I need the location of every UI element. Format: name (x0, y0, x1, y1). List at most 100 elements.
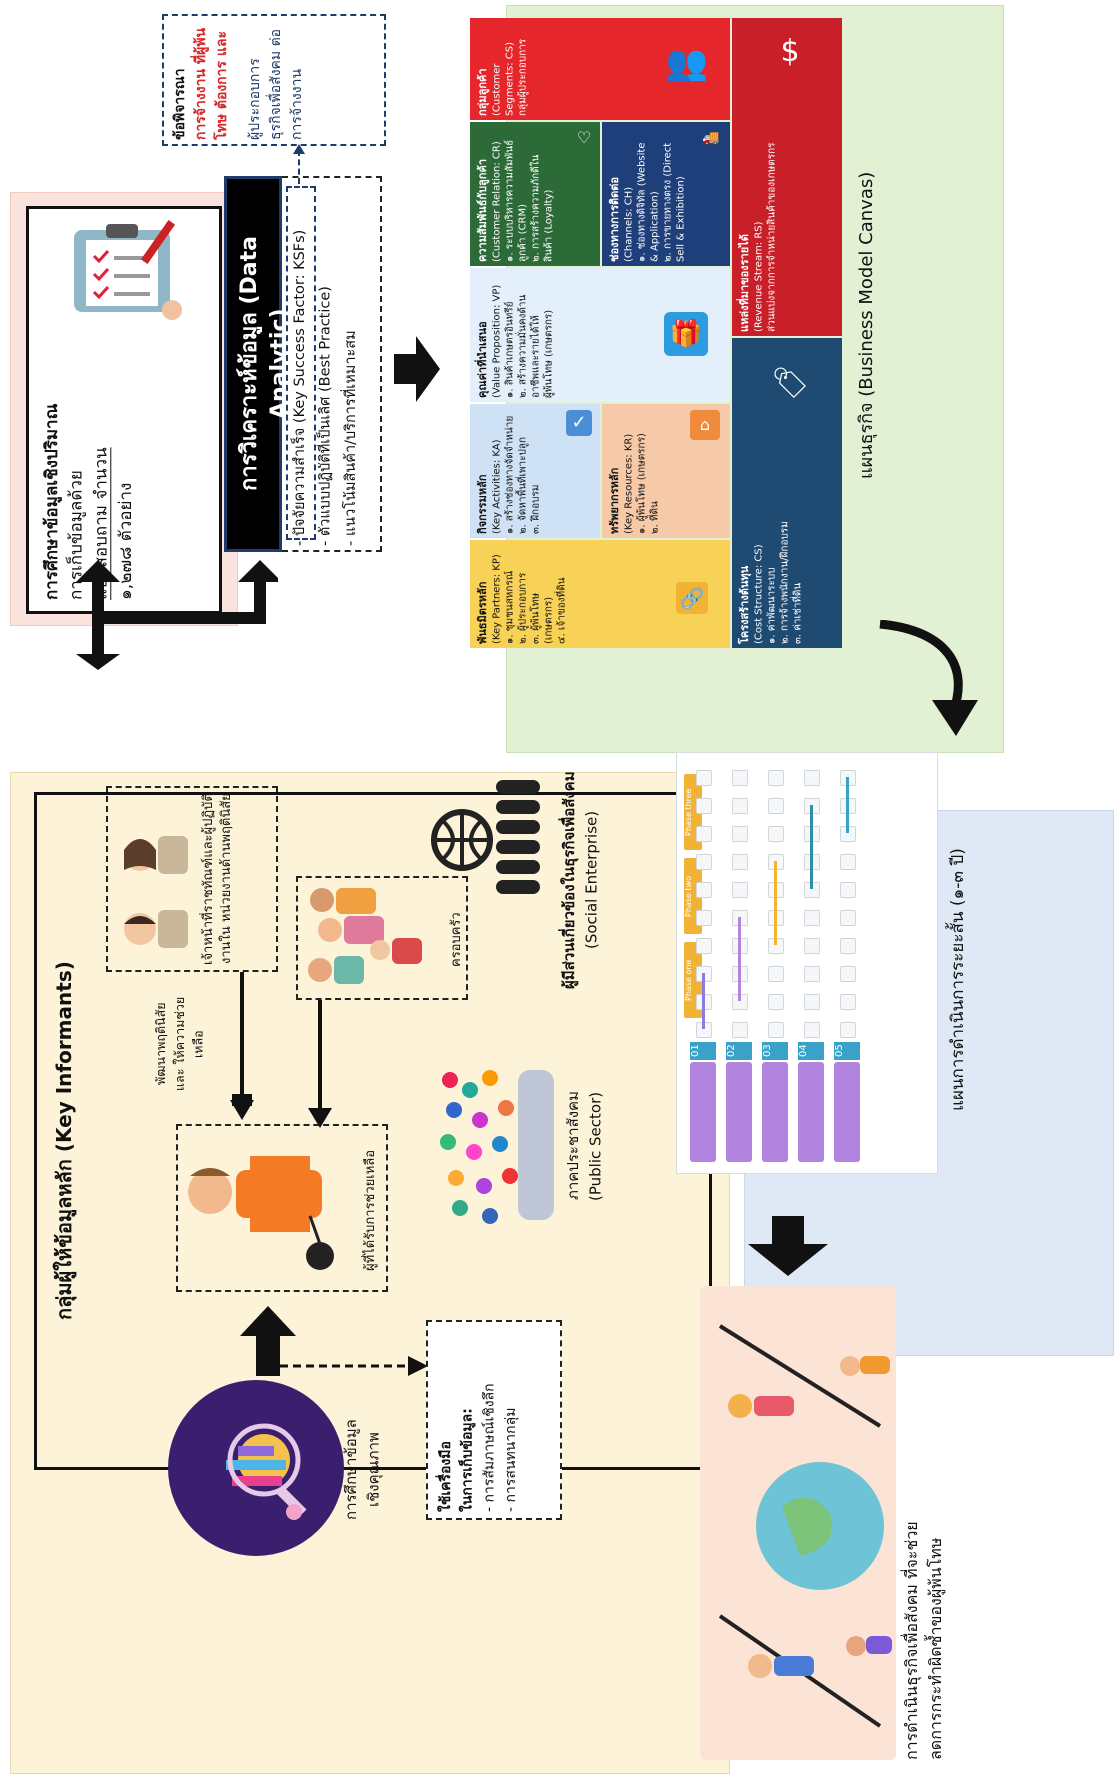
rs-title: แหล่งที่มาของรายได้ (738, 234, 751, 332)
vp-item-2: ๒. สร้างความมั่นคงด้าน (517, 294, 529, 398)
plan-grid-cell (840, 966, 856, 982)
cost-sub: (Cost Structure: CS) (753, 544, 765, 644)
kr-sub: (Key Resources: KR) (623, 433, 635, 534)
public-sector-th: ภาคประชาสังคม (564, 1091, 582, 1201)
ksf-arrow (298, 150, 300, 184)
cs-item-1: กลุ่มผู้ประกอบการ (517, 38, 529, 116)
plan-grid-cell (840, 1022, 856, 1038)
data-analytic-title-box (224, 176, 282, 552)
plan-grid-cell (804, 1022, 820, 1038)
social-enterprise-th: ผู้มีส่วนเกี่ยวข้องในธุรกิจเพื่อสังคม (560, 771, 578, 989)
tool-in-depth-interview: - การสัมภาษณ์เชิงลึก (481, 1383, 498, 1512)
plan-row-bar (834, 1062, 860, 1162)
prisoner-icon (180, 1136, 350, 1286)
develop-behavior-label: พัฒนาพฤตินิสัย และ ให้ความช่วยเหลือ (153, 996, 206, 1092)
plan-timeline-bar (810, 805, 813, 889)
plan-row-label: 04 (798, 1042, 824, 1060)
plan-grid-cell (804, 938, 820, 954)
bmc-caption: แผนธุรกิจ (Business Model Canvas) (856, 171, 877, 479)
curved-arrow-to-plan (870, 619, 990, 740)
ksf-arrow-head (293, 144, 305, 154)
kp-title: พันธมิตรหลัก (476, 581, 489, 644)
plan-timeline-bar (846, 777, 849, 833)
plan-grid-cell (840, 910, 856, 926)
officer-female-icon (112, 820, 192, 890)
tools-box (426, 1320, 562, 1520)
bmc-revenue-stream (732, 18, 842, 336)
vp-item-1: ๑. สินค้าเกษตรอินทรีย์ (504, 301, 516, 398)
ksf-highlight (286, 186, 316, 540)
plan-grid-cell (840, 994, 856, 1010)
customers-icon: 👥 (665, 43, 709, 83)
kp-sub: (Key Partners: KP) (491, 554, 503, 644)
plan-grid-cell (732, 826, 748, 842)
plan-timeline-bar (774, 861, 777, 945)
consideration-red: การจ้างงาน ที่ผู้พ้นโทษ ต้องการ และ (193, 27, 230, 140)
plan-row-bar (726, 1062, 752, 1162)
link-icon: 🔗 (676, 582, 708, 614)
plan-grid-cell (840, 854, 856, 870)
price-tag-icon: 🏷 (770, 366, 810, 401)
kp-item-3: ๓. ผู้พ้นโทษ (530, 592, 542, 644)
ka-title: กิจกรรมหลัก (476, 474, 489, 535)
plan-row-label: 01 (690, 1042, 716, 1060)
plan-grid-cell (696, 798, 712, 814)
public-sector-en: (Public Sector) (586, 1091, 605, 1201)
plan-grid-cell (804, 966, 820, 982)
ch-item-2: & Application) (649, 191, 661, 262)
cr-sub: (Customer Relation: CR) (491, 141, 503, 262)
social-enterprise-en: (Social Enterprise) (582, 810, 601, 950)
quantitative-box (26, 206, 222, 614)
plan-grid-cell (732, 770, 748, 786)
money-bag-icon: $ (780, 34, 800, 69)
qualitative-title-2: เชิงคุณภาพ (364, 1432, 383, 1508)
plan-caption: แผนการดำเนินการระยะสั้น (๑-๓ ปี) (948, 848, 968, 1112)
plan-grid-cell (768, 770, 784, 786)
plan-grid-cell (732, 1022, 748, 1038)
officers-box (106, 786, 278, 972)
cost-title: โครงสร้างต้นทุน (738, 565, 751, 644)
bmc-cost-structure (732, 338, 842, 648)
plan-row-label: 05 (834, 1042, 860, 1060)
kr-title: ทรัพยากรหลัก (608, 467, 621, 534)
data-analytic-items-box (282, 176, 382, 552)
kp-item-4: (เกษตรกร) (543, 596, 555, 644)
cs-sub: (Customer Segments: CS) (491, 42, 516, 116)
plan-grid-cell (696, 826, 712, 842)
arrow-qual-up (240, 1306, 296, 1376)
key-informants-title: กลุ่มผู้ให้ข้อมูลหลัก (Key Informants) (52, 961, 76, 1320)
kr-item-1: ๑. ผู้พ้นโทษ (เกษตรกร) (636, 433, 648, 534)
plan-grid-cell (768, 826, 784, 842)
family-icon (300, 880, 440, 996)
plan-timeline-bar (738, 917, 741, 1001)
plan-row-bar (690, 1062, 716, 1162)
plan-grid-cell (732, 882, 748, 898)
outcome-line-1: การดำเนินธุรกิจเพื่อสังคม ที่จะช่วย (902, 1521, 921, 1760)
plan-grid-cell (768, 966, 784, 982)
kr-item-2: ๒. ที่ดิน (649, 501, 661, 534)
plan-grid-cell (732, 798, 748, 814)
plan-grid-cell (696, 910, 712, 926)
consideration-box (162, 14, 386, 146)
tools-title-2: ในการเก็บข้อมูล: (459, 1408, 476, 1512)
arrow-officers-down (222, 972, 262, 1122)
ch-sub: (Channels: CH) (623, 186, 635, 262)
survey-clipboard-icon (54, 212, 190, 324)
arrow-to-outcome (748, 1216, 828, 1276)
ch-item-4: Sell & Exhibition) (675, 176, 687, 262)
bmc-customer-segments (470, 18, 730, 120)
plan-grid-cell (696, 938, 712, 954)
ka-item-2: ๒. จัดหาพื้นที่เพาะปลูก (517, 436, 529, 534)
analytic-item-trend: - แนวโน้มสินค้า/บริการที่เหมาะสม (342, 330, 359, 546)
connector-arrow-quant-analytic (68, 560, 282, 670)
officer-male-icon (112, 894, 192, 964)
plan-grid-cell (768, 994, 784, 1010)
plan-grid-cell (696, 882, 712, 898)
outcome-line-2: ลดการกระทำผิดซ้ำของผู้พ้นโทษ (926, 1537, 945, 1760)
prisoner-box (176, 1124, 388, 1292)
cr-item-2: ลูกค้า (CRM) (517, 203, 529, 262)
plan-grid-cell (732, 854, 748, 870)
plan-grid-cell (804, 910, 820, 926)
vp-title: คุณค่าที่นำเสนอ (476, 321, 489, 398)
rs-sub: (Revenue Stream: RS) (753, 221, 765, 332)
